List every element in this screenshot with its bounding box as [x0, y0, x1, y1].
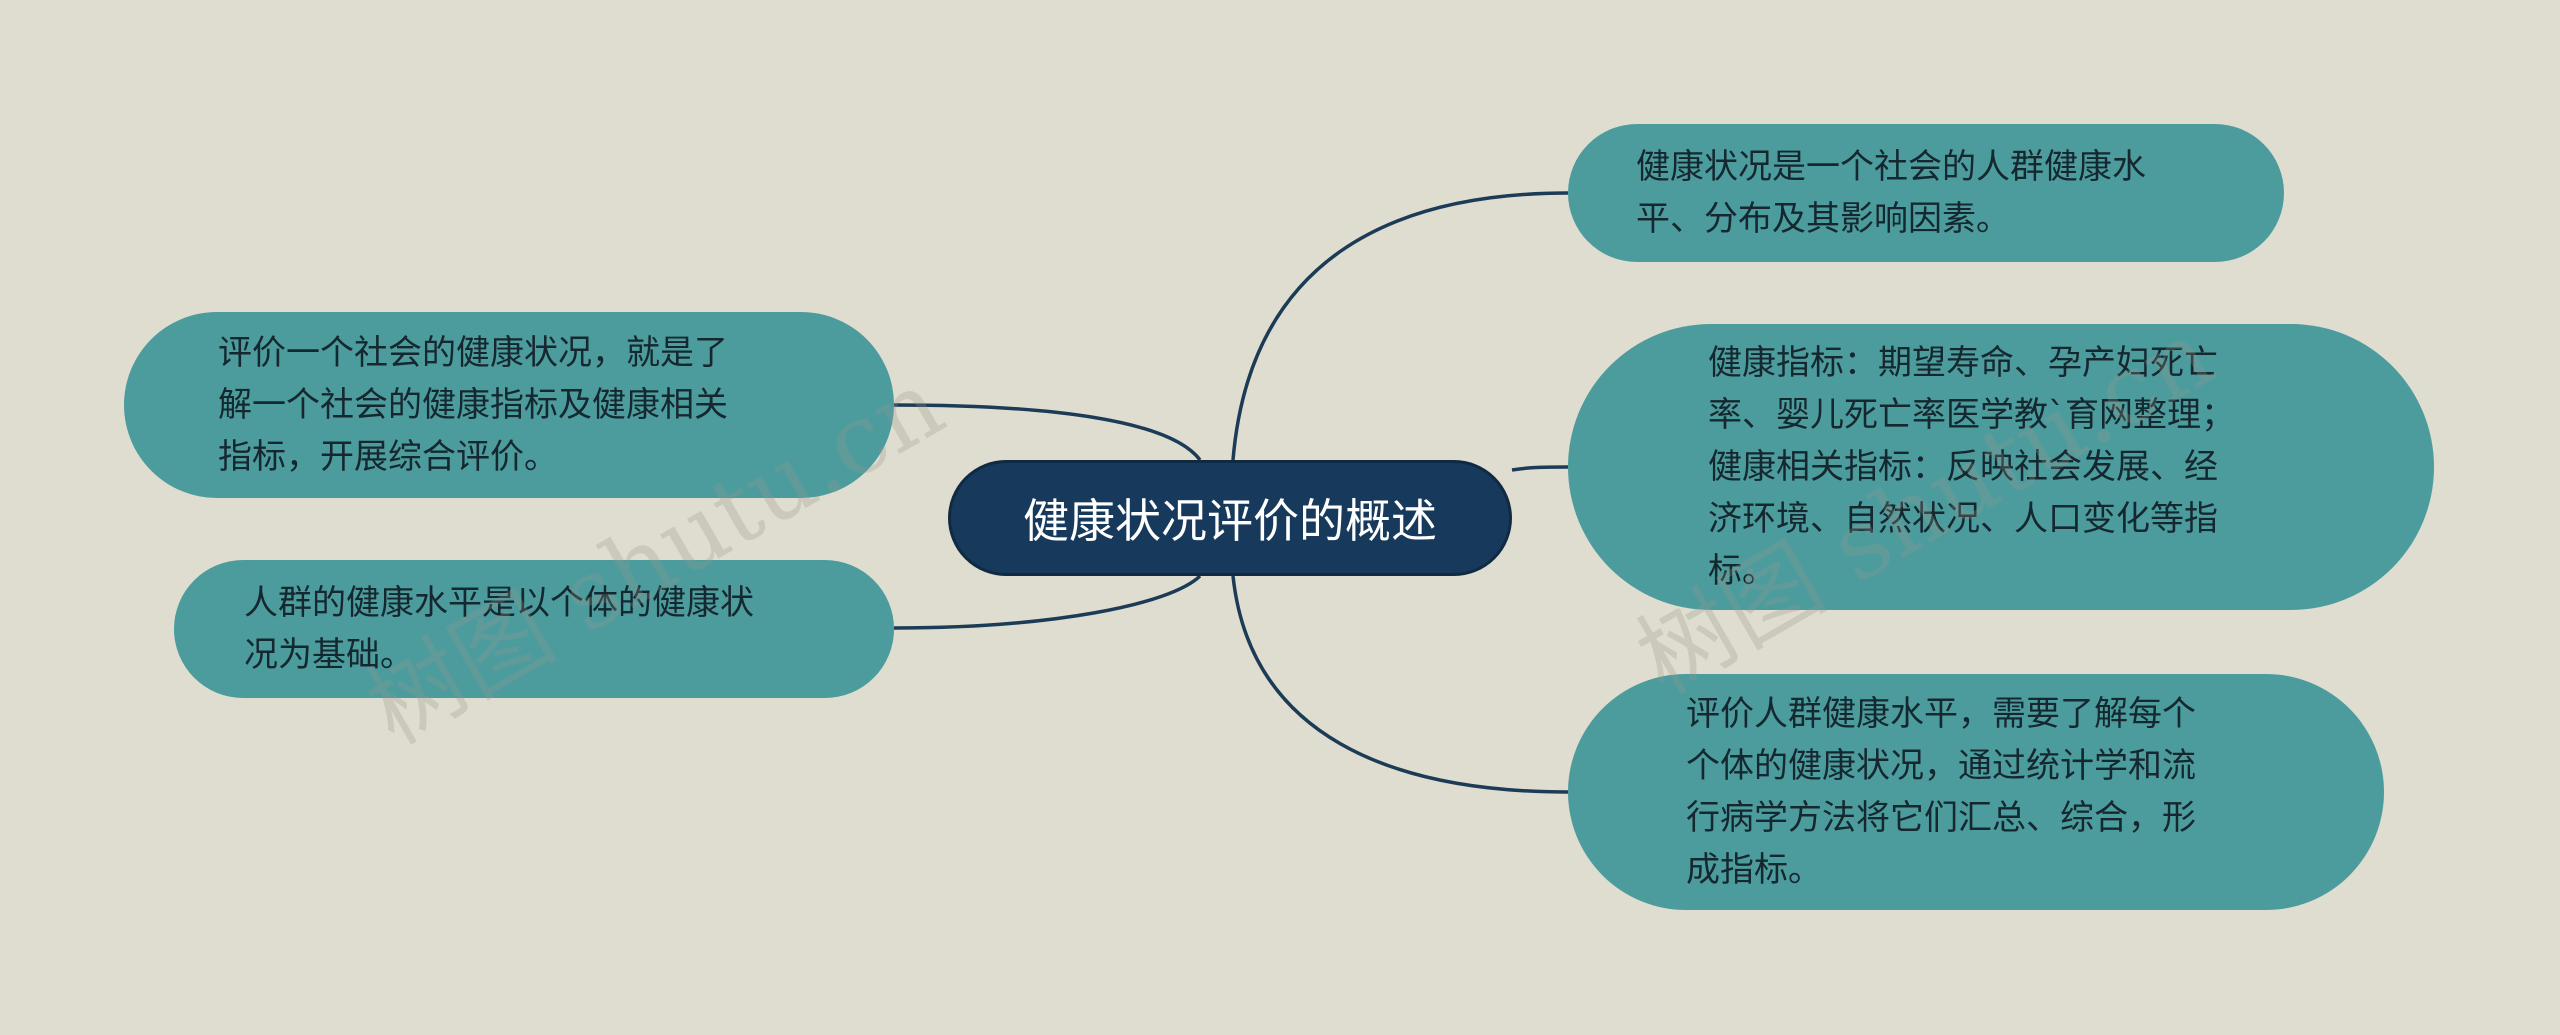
branch-node-label: 健康指标：期望寿命、孕产妇死亡 率、婴儿死亡率医学教`育网整理； 健康相关指标：… [1708, 343, 2235, 591]
branch-node-label: 人群的健康水平是以个体的健康状 况为基础。 [244, 583, 754, 675]
connector-right-3 [1231, 575, 1569, 794]
branch-node-label: 评价人群健康水平，需要了解每个 个体的健康状况，通过统计学和流 行病学方法将它们… [1686, 694, 2196, 890]
branch-node-right-2[interactable]: 健康指标：期望寿命、孕产妇死亡 率、婴儿死亡率医学教`育网整理； 健康相关指标：… [1568, 324, 2434, 610]
branch-node-right-3[interactable]: 评价人群健康水平，需要了解每个 个体的健康状况，通过统计学和流 行病学方法将它们… [1568, 674, 2384, 910]
branch-node-left-2[interactable]: 人群的健康水平是以个体的健康状 况为基础。 [174, 560, 894, 698]
branch-node-label: 健康状况是一个社会的人群健康水 平、分布及其影响因素。 [1636, 147, 2146, 239]
connector-right-2 [1511, 465, 1569, 472]
branch-node-right-1[interactable]: 健康状况是一个社会的人群健康水 平、分布及其影响因素。 [1568, 124, 2284, 262]
connector-left-1 [893, 403, 1202, 462]
center-topic-label: 健康状况评价的概述 [1023, 494, 1437, 548]
branch-node-left-1[interactable]: 评价一个社会的健康状况，就是了 解一个社会的健康指标及健康相关 指标，开展综合评… [124, 312, 894, 498]
connector-left-2 [893, 574, 1202, 630]
connector-right-1 [1231, 191, 1569, 461]
branch-node-label: 评价一个社会的健康状况，就是了 解一个社会的健康指标及健康相关 指标，开展综合评… [218, 333, 728, 477]
center-topic[interactable]: 健康状况评价的概述 [948, 460, 1512, 576]
